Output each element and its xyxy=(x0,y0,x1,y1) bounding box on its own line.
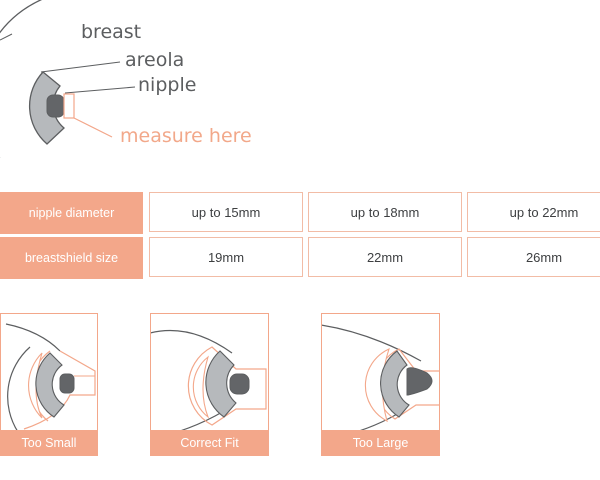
areola-label: areola xyxy=(125,49,185,71)
areola-pointer xyxy=(40,61,121,73)
table-cell: up to 18mm xyxy=(308,192,462,232)
measure-pointer xyxy=(73,117,113,138)
size-table: nipple diameter up to 15mm up to 18mm up… xyxy=(0,192,600,280)
table-cell: up to 15mm xyxy=(149,192,303,232)
fit-label: Too Large xyxy=(321,430,440,456)
fit-label: Too Small xyxy=(0,430,98,456)
fit-label: Correct Fit xyxy=(150,430,269,456)
measure-here-label: measure here xyxy=(120,125,252,147)
table-cell: 26mm xyxy=(467,237,600,277)
nipple-shape xyxy=(46,94,65,118)
correct-fit-illustration xyxy=(150,330,267,440)
nipple-label: nipple xyxy=(138,74,197,96)
fit-too-large: Too Large xyxy=(321,313,440,456)
fit-correct: Correct Fit xyxy=(150,313,269,456)
row-header-nipple-diameter: nipple diameter xyxy=(0,192,143,234)
nipple-pointer xyxy=(64,86,136,94)
row-header-breastshield-size: breastshield size xyxy=(0,237,143,279)
table-cell: 22mm xyxy=(308,237,462,277)
too-small-illustration xyxy=(5,323,96,433)
table-cell: up to 22mm xyxy=(467,192,600,232)
breast-pointer xyxy=(0,33,13,41)
breast-anatomy-diagram xyxy=(0,0,136,158)
measure-marker xyxy=(63,93,75,119)
breast-outline xyxy=(0,0,43,34)
table-cell: 19mm xyxy=(149,237,303,277)
fit-too-small: Too Small xyxy=(0,313,98,456)
breast-label: breast xyxy=(81,21,142,43)
too-large-illustration xyxy=(321,324,440,440)
